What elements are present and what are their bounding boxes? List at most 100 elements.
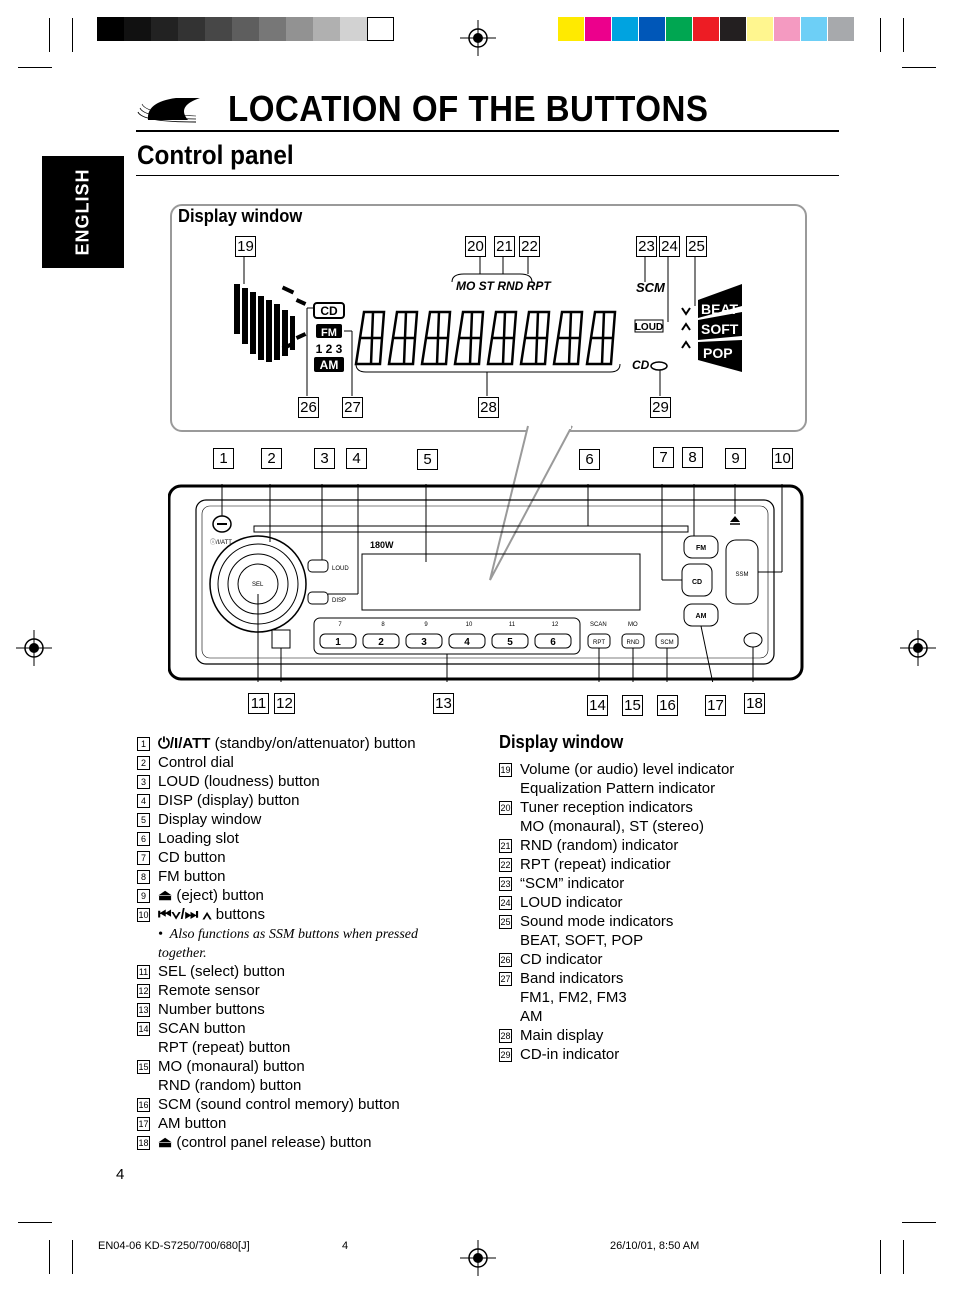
legend-item: 20 Tuner reception indicators: [499, 798, 693, 817]
pop-indicator: [698, 340, 742, 372]
lcd-soft-text: SOFT: [701, 321, 739, 337]
lcd-beat-text: BEAT: [701, 301, 739, 317]
legend-text: AM button: [158, 1115, 227, 1132]
legend-text: Sound mode indicators: [520, 913, 674, 930]
legend-text: (standby/on/attenuator) button: [214, 735, 416, 752]
page-title: LOCATION OF THE BUTTONS: [228, 88, 709, 129]
crop-mark: [880, 1240, 881, 1274]
legend-item: 10⏮∨/⏭ ∧ buttons: [137, 905, 265, 924]
fm-button: [683, 535, 719, 559]
callout-number: 9: [725, 448, 746, 469]
legend-number: 2: [137, 756, 150, 770]
crop-mark: [49, 1240, 50, 1274]
callout-number: 21: [494, 236, 515, 257]
legend-text: Loading slot: [158, 830, 239, 847]
legend-text: (eject) button: [176, 887, 264, 904]
crop-mark: [902, 1222, 936, 1223]
legend-number: 13: [137, 1003, 150, 1017]
number-button: [491, 633, 529, 649]
legend-item: 9⏏ (eject) button: [137, 886, 264, 905]
number-button-label: 6: [550, 637, 556, 648]
legend-text: LOUD (loudness) button: [158, 773, 320, 790]
callout-number: 28: [478, 397, 499, 418]
legend-number: 1: [137, 737, 150, 751]
legend-number: 22: [499, 858, 512, 872]
crop-mark: [18, 1222, 52, 1223]
footer-right: 26/10/01, 8:50 AM: [610, 1240, 700, 1252]
scan-label: SCAN: [590, 622, 607, 628]
am-band-indicator: [314, 357, 344, 372]
lcd-scm-text: SCM: [636, 280, 666, 295]
language-tab: [42, 156, 124, 268]
sel-label: SEL: [252, 582, 264, 588]
legend-text-cont: RND (random) button: [158, 1077, 302, 1094]
preset-label: 12: [552, 622, 559, 628]
color-swatch: [558, 17, 584, 41]
legend-number: 20: [499, 801, 512, 815]
legend-number: 12: [137, 984, 150, 998]
display-window-heading: Display window: [178, 206, 303, 226]
callout-number: 20: [465, 236, 486, 257]
callout-number: 4: [346, 448, 367, 469]
callout-number: 1: [213, 448, 234, 469]
legend-text-cont: MO (monaural), ST (stereo): [520, 818, 704, 835]
mo-label: MO: [628, 622, 638, 628]
legend-text: SEL (select) button: [158, 963, 286, 980]
volume-level-indicator: [234, 284, 295, 362]
preset-label: 11: [509, 622, 516, 628]
disp-label: DISP: [332, 598, 346, 604]
gray-swatch: [205, 17, 232, 41]
beat-indicator: [698, 284, 742, 318]
callout-number: 22: [519, 236, 540, 257]
gray-swatch: [340, 17, 367, 41]
footer-center: 4: [342, 1240, 349, 1252]
gray-swatch: [97, 17, 124, 41]
legend-symbol-icon: ⏏: [158, 887, 177, 904]
preset-label: 9: [424, 622, 428, 628]
number-button-label: 5: [507, 637, 513, 648]
legend-text: FM button: [158, 868, 226, 885]
legend-number: 17: [137, 1117, 150, 1131]
legend-text: Band indicators: [520, 970, 624, 987]
ssm-label: SSM: [735, 572, 748, 578]
display-window: [361, 553, 641, 611]
legend-text: MO (monaural) button: [158, 1058, 305, 1075]
registration-target-icon: [16, 630, 52, 666]
disp-button: [307, 591, 329, 605]
legend-text: RND (random) indicator: [520, 837, 679, 854]
legend-item: 22 RPT (repeat) indicatior: [499, 855, 671, 874]
crop-mark: [72, 18, 73, 52]
legend-text: (control panel release) button: [176, 1134, 372, 1151]
legend-text-cont: AM: [520, 1008, 543, 1025]
legend-text: “SCM” indicator: [520, 875, 625, 892]
cd-in-icon: [650, 361, 668, 371]
callout-number: 2: [261, 448, 282, 469]
section-subtitle: Control panel: [137, 140, 294, 170]
legend-text: Tuner reception indicators: [520, 799, 693, 816]
registration-target-icon: [900, 630, 936, 666]
gray-swatch: [124, 17, 151, 41]
legend-item: 18⏏ (control panel release) button: [137, 1133, 371, 1152]
release-button: [743, 632, 763, 648]
legend-number: 28: [499, 1029, 512, 1043]
crop-mark: [903, 1240, 904, 1274]
soft-indicator: [698, 312, 742, 340]
callout-number: 8: [682, 447, 703, 468]
footer-left: EN04-06 KD-S7250/700/680[J]: [98, 1240, 250, 1252]
legend-number: 11: [137, 965, 150, 979]
rnd-label: RND: [627, 640, 641, 646]
legend-number: 16: [137, 1098, 150, 1112]
gray-swatch: [178, 17, 205, 41]
number-button: [534, 633, 572, 649]
model-label: 180W: [370, 540, 394, 550]
legend-text: RPT (repeat) indicatior: [520, 856, 671, 873]
legend-number: 24: [499, 896, 512, 910]
lcd-fm-text: FM: [321, 327, 337, 339]
legend-symbol-icon: ⏮∨/⏭ ∧: [158, 906, 216, 923]
preset-label: 7: [338, 622, 342, 628]
